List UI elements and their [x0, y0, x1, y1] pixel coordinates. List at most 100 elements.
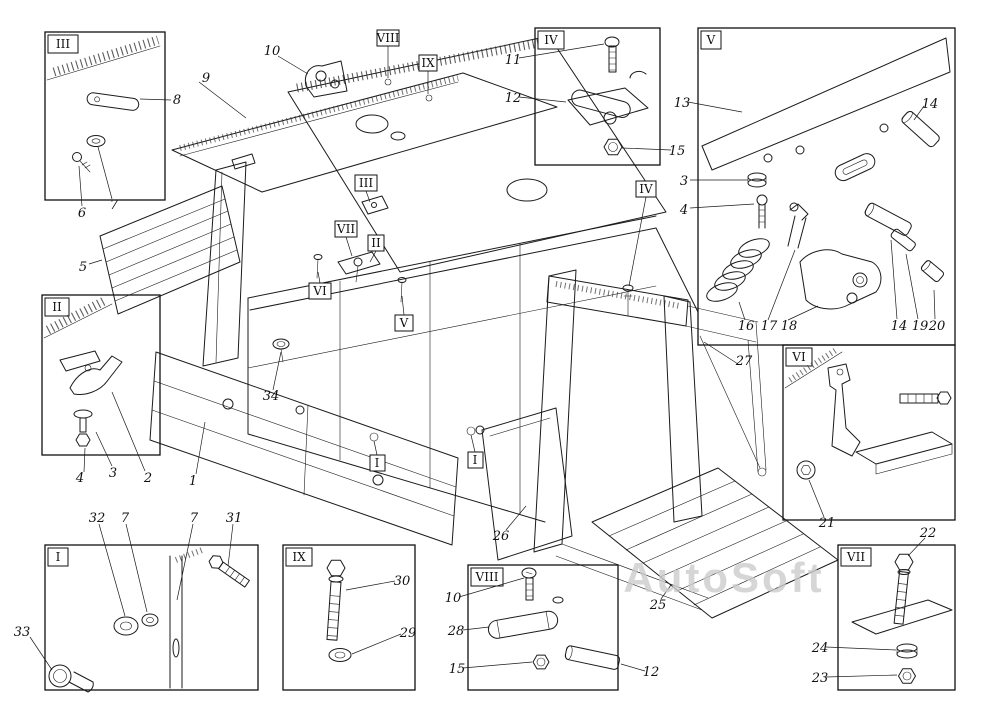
watermark: AutoSoft: [623, 554, 824, 601]
left-grid-drawing: [99, 185, 241, 315]
ref-tag-vi-label: VI: [312, 284, 327, 298]
detail-box-ii: II 4 3 2: [41, 294, 161, 486]
bolt-22-drawing: [893, 571, 909, 625]
detail-box-ii-label: II: [52, 300, 62, 314]
ref-tag-i-right-label: I: [473, 453, 478, 467]
part-label-10-boxviii: 10: [445, 591, 462, 606]
ref-tag-iii-label: III: [359, 176, 373, 190]
lever-drawing: [827, 363, 861, 457]
pin-12-drawing-boxviii: [564, 645, 621, 670]
detail-box-i: I 32 7 7 31 33: [14, 511, 259, 693]
part-label-4-boxii: 4: [75, 471, 84, 486]
part-label-7-boxiii: 7: [110, 198, 119, 213]
part-label-19: 19: [912, 319, 929, 334]
detail-box-iii-label: III: [56, 37, 70, 51]
ref-tag-iv-label: IV: [639, 182, 653, 196]
part-label-12-boxiv: 12: [505, 91, 522, 106]
part-label-30: 30: [394, 574, 411, 589]
detail-box-vi-label: VI: [791, 350, 806, 364]
ref-tag-vii-label: VII: [336, 222, 355, 236]
bolt-horizontal-drawing: [899, 391, 952, 405]
ref-tag-v-label: V: [399, 316, 409, 330]
part-label-22: 22: [919, 526, 937, 541]
slotted-link-drawing: [834, 153, 876, 182]
detail-box-vii-label: VII: [846, 550, 865, 564]
ref-tag-v: V: [394, 295, 414, 332]
detail-box-viii: VIII 10 28 15 12: [445, 564, 660, 691]
part-label-23: 23: [811, 671, 829, 686]
roller-28-drawing: [487, 610, 559, 639]
detail-box-vi: VI 21: [782, 344, 956, 531]
latch-18-drawing: [799, 249, 882, 310]
pin-19-drawing: [890, 228, 916, 252]
part-label-9: 9: [202, 71, 210, 86]
ref-tag-iv: IV: [628, 180, 657, 287]
detail-box-iii: III 8 7 6: [44, 31, 181, 221]
side-board-drawing: [149, 351, 459, 546]
front-panel-drawing: [171, 72, 558, 193]
part-label-13: 13: [674, 96, 691, 111]
ref-tag-i-left-label: I: [375, 456, 380, 470]
part-label-20: 20: [928, 319, 946, 334]
part-label-15-boxviii: 15: [449, 662, 466, 677]
part-label-33: 33: [14, 625, 31, 640]
detail-box-viii-label: VIII: [475, 570, 499, 584]
bolt-31-drawing: [208, 555, 250, 588]
part-label-2: 2: [143, 471, 152, 486]
part-label-21: 21: [818, 516, 836, 531]
part-label-12-boxviii: 12: [643, 665, 660, 680]
lid-panel-drawing: [287, 35, 667, 273]
part-label-34: 34: [263, 389, 280, 404]
ref-tag-vi: VI: [308, 271, 332, 300]
left-leg-drawing: [202, 161, 247, 367]
bolt-30-drawing: [326, 581, 342, 641]
main-assembly: 9 10 5 34 1 26 25 27 VIII IX III VII: [79, 29, 839, 619]
latch-parts-drawing: [313, 195, 634, 317]
part-label-14b: 14: [891, 319, 908, 334]
part-label-3-boxii: 3: [109, 466, 117, 481]
spring-16-drawing: [706, 238, 770, 302]
part-label-29: 29: [399, 626, 417, 641]
detail-box-vii: VII 22 24 23: [811, 526, 956, 691]
ref-tag-viii-label: VIII: [376, 31, 400, 45]
part-label-26: 26: [492, 529, 510, 544]
part-label-3-boxv: 3: [680, 174, 688, 189]
part-label-18: 18: [781, 319, 798, 334]
part-label-6: 6: [78, 206, 86, 221]
detail-box-v-label: V: [706, 33, 716, 47]
ref-tag-i-left: I: [369, 432, 386, 472]
detail-box-ix-label: IX: [292, 550, 306, 564]
part-label-11: 11: [505, 53, 522, 68]
pin-14a-drawing: [901, 110, 940, 148]
detail-box-iv-label: IV: [544, 33, 558, 47]
fork-17-drawing: [787, 202, 809, 249]
part-label-4-boxv: 4: [679, 203, 688, 218]
part-label-15-boxiv: 15: [669, 144, 686, 159]
part-label-31: 31: [226, 511, 243, 526]
ref-tag-vii: VII: [334, 220, 358, 257]
part-label-24: 24: [811, 641, 829, 656]
detail-box-i-label: I: [56, 550, 61, 564]
part-label-1: 1: [189, 474, 197, 489]
detail-box-v: V: [674, 27, 956, 346]
ref-tag-ix: IX: [418, 54, 438, 102]
ref-tag-ii-label: II: [371, 236, 381, 250]
detail-box-iv: IV 11 12 15: [505, 27, 686, 166]
ref-tag-iii: III: [354, 174, 378, 203]
part-label-5: 5: [79, 260, 87, 275]
pin-14b-drawing: [864, 202, 912, 236]
part-label-7-boxi-b: 7: [190, 511, 199, 526]
detail-box-ix: IX 30 29: [282, 544, 417, 691]
body-crate-drawing: [247, 215, 699, 523]
tailgate-drawing: [481, 407, 573, 561]
ref-tag-ii: II: [367, 234, 385, 263]
part-label-25: 25: [649, 598, 667, 613]
ref-tag-viii: VIII: [376, 29, 400, 86]
main-leaders: [88, 55, 739, 600]
part-label-7-boxi-a: 7: [121, 511, 130, 526]
part-label-17: 17: [761, 319, 778, 334]
part-label-27: 27: [735, 354, 753, 369]
part-label-32: 32: [89, 511, 106, 526]
